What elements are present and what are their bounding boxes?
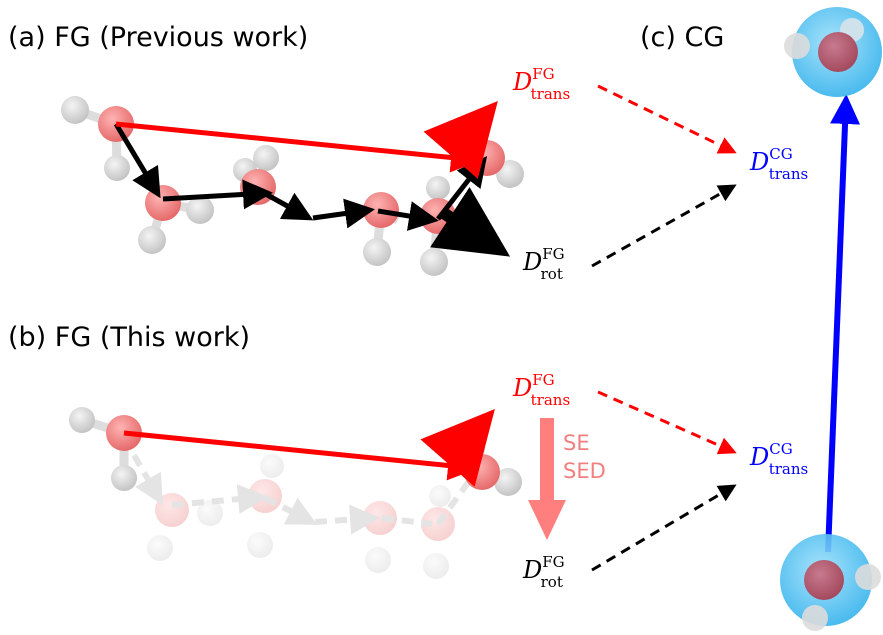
cg-bead-top [784,7,882,97]
panel-c-label: (c) CG [640,22,724,53]
rotational-trajectory-arrows [113,122,511,257]
panel-a-label: (a) FG (Previous work) [8,22,308,53]
translation-velocity-arrow [420,408,495,487]
cg-bead-bottom [780,534,881,631]
dashed-connector [591,484,737,572]
se-sed-relation-arrow [528,418,566,540]
dashed-connector [591,184,737,268]
panel-b-label: (b) FG (This work) [8,322,250,353]
translation-velocity-arrow [423,100,498,179]
water-molecule [69,407,142,491]
dashed-connector [597,390,737,455]
relation-label-se: SE [563,431,590,455]
dashed-connector [597,84,737,154]
translation-arrow [115,121,481,173]
water-molecule [363,192,401,266]
translation-arrow [123,430,478,481]
relation-label-sed: SED [563,459,606,483]
water-molecule [420,176,456,276]
cg-translation-arrow [825,94,861,553]
